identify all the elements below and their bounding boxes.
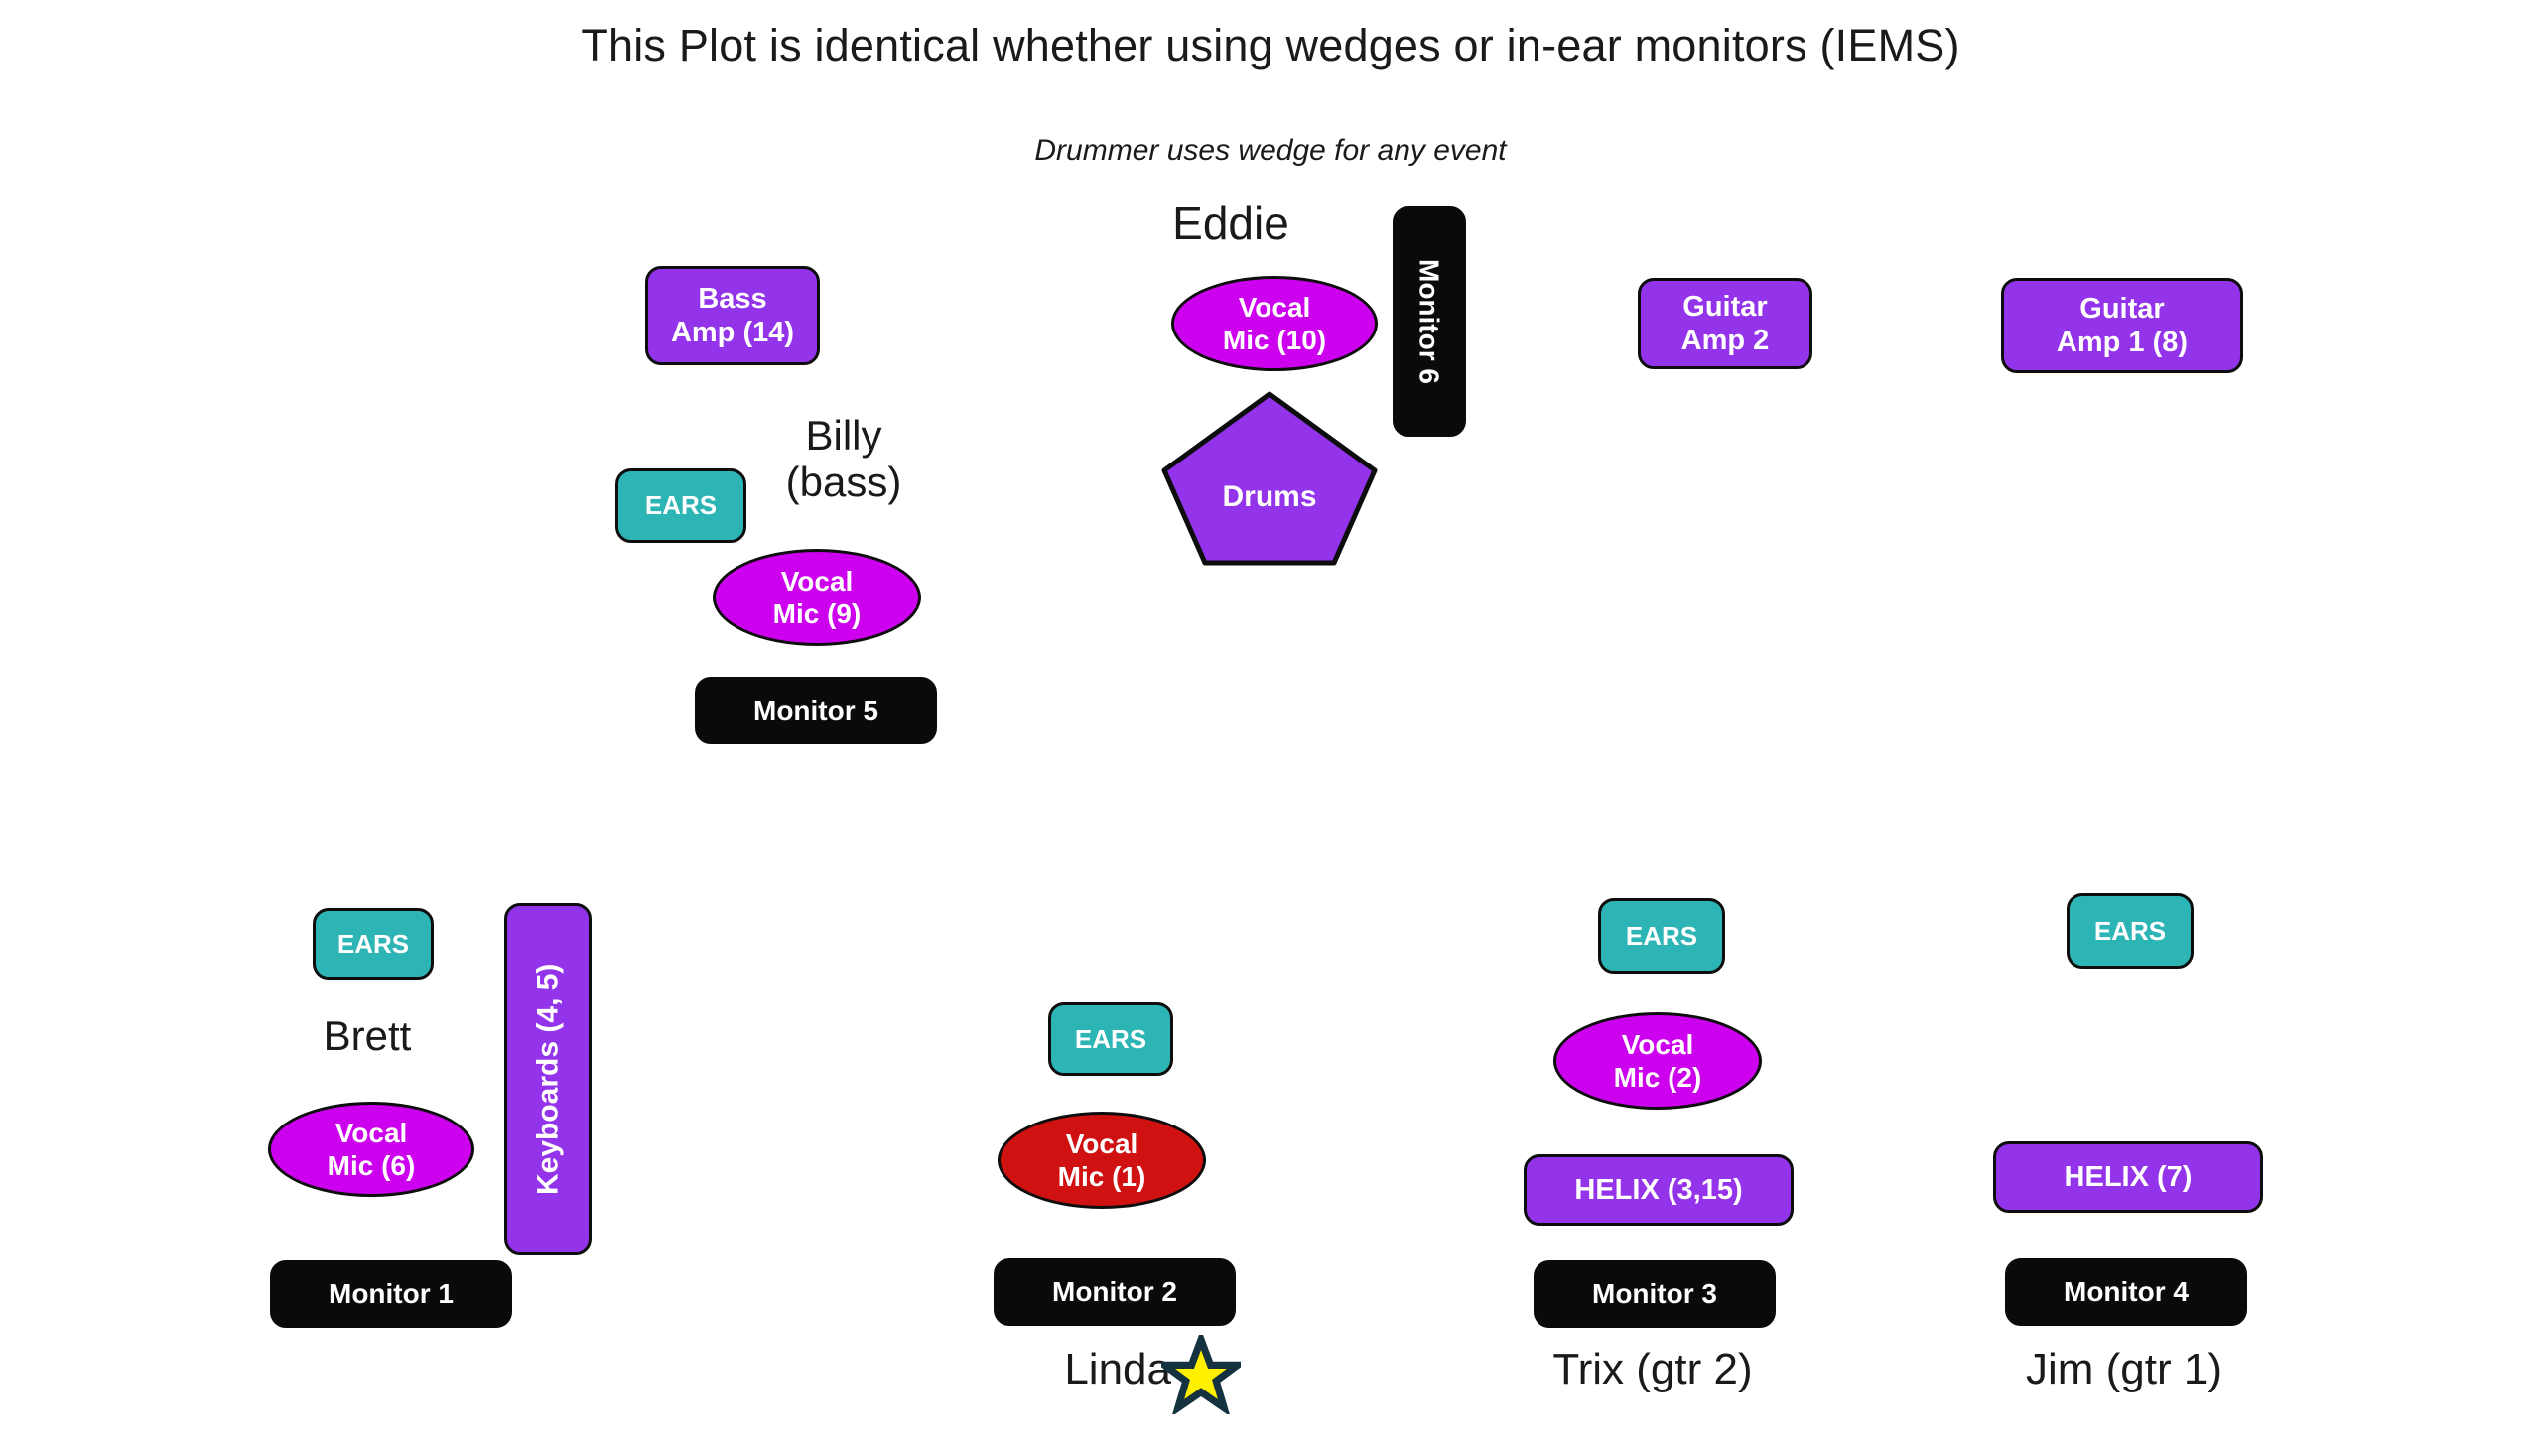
pentagon-icon	[1161, 391, 1378, 566]
monitor-block-2[interactable]: Monitor 2	[994, 1258, 1236, 1326]
helix-block-jim[interactable]: HELIX (7)	[1993, 1141, 2263, 1213]
drums-block[interactable]: Drums	[1159, 389, 1380, 568]
performer-label-linda: Linda	[1064, 1345, 1171, 1393]
page-subtitle: Drummer uses wedge for any event	[1034, 134, 1507, 167]
performer-label-billy: Billy(bass)	[785, 412, 902, 506]
monitor-block-1[interactable]: Monitor 1	[270, 1260, 512, 1328]
keyboards-block[interactable]: Keyboards (4, 5)	[504, 903, 592, 1255]
page-title: This Plot is identical whether using wed…	[581, 20, 1960, 70]
ears-block-linda[interactable]: EARS	[1048, 1002, 1173, 1076]
ears-block-brett[interactable]: EARS	[313, 908, 434, 980]
monitor-block-3[interactable]: Monitor 3	[1534, 1260, 1776, 1328]
monitor-block-5[interactable]: Monitor 5	[695, 677, 937, 744]
monitor-block-6[interactable]: Monitor 6	[1393, 206, 1466, 437]
performer-label-brett: Brett	[323, 1012, 412, 1059]
ears-block-trix[interactable]: EARS	[1598, 898, 1725, 974]
performer-label-trix: Trix (gtr 2)	[1552, 1345, 1753, 1393]
drums-label: Drums	[1222, 480, 1317, 513]
helix-block-trix[interactable]: HELIX (3,15)	[1524, 1154, 1794, 1226]
ears-block-jim[interactable]: EARS	[2067, 893, 2194, 969]
monitor-block-4[interactable]: Monitor 4	[2005, 1258, 2247, 1326]
performer-label-eddie: Eddie	[1172, 198, 1289, 249]
ears-block-billy[interactable]: EARS	[615, 468, 746, 543]
performer-label-jim: Jim (gtr 1)	[2026, 1345, 2222, 1393]
star-icon	[1153, 1329, 1249, 1417]
